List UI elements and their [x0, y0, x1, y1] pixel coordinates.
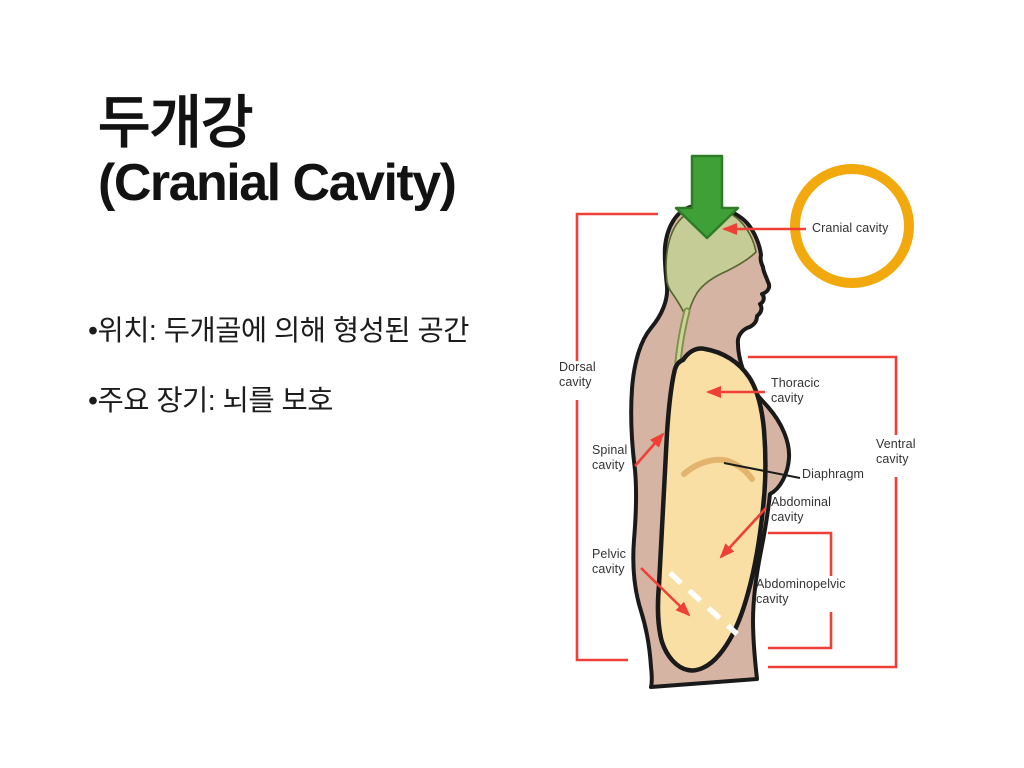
pelvic-cavity-arrow: [640, 567, 691, 617]
label-diaphragm: Diaphragm: [802, 467, 865, 481]
diaphragm-arc: [681, 456, 755, 482]
diaphragm-pointer-line: [723, 462, 801, 479]
label-thoracic-cavity: Thoracic cavity: [771, 376, 820, 405]
label-abdominal-cavity: Abdominal cavity: [771, 495, 831, 524]
abdominal-cavity-arrow: [719, 507, 767, 559]
spinal-cavity-arrow: [634, 432, 665, 467]
slide-title-korean: 두개강: [98, 91, 253, 155]
label-cranial-cavity: Cranial cavity: [812, 221, 889, 235]
bullet-item-location: •위치: 두개골에 의해 형성된 공간: [88, 315, 469, 347]
slide-title-english: (Cranial Cavity): [98, 153, 457, 212]
label-pelvic-cavity: Pelvic cavity: [592, 547, 626, 576]
page-title: 두개강 (Cranial Cavity): [98, 91, 457, 212]
label-ventral-cavity: Ventral cavity: [876, 437, 916, 466]
bullet-item-organ: •주요 장기: 뇌를 보호: [88, 384, 333, 417]
highlight-circle: [790, 164, 914, 288]
label-dorsal-cavity: Dorsal cavity: [559, 360, 596, 389]
label-spinal-cavity: Spinal cavity: [592, 443, 628, 472]
bullet-list: •위치: 두개골에 의해 형성된 공간 •주요 장기: 뇌를 보호: [88, 314, 469, 454]
ventral-cavity-region: [655, 346, 768, 673]
body-figure: [629, 203, 792, 689]
dorsal-cavity-bracket: [575, 212, 658, 662]
ventral-cavity-bracket: [748, 355, 898, 669]
label-abdominopelvic-cavity: Abdominopelvic cavity: [756, 577, 846, 606]
abdominopelvic-cavity-bracket: [768, 531, 833, 650]
